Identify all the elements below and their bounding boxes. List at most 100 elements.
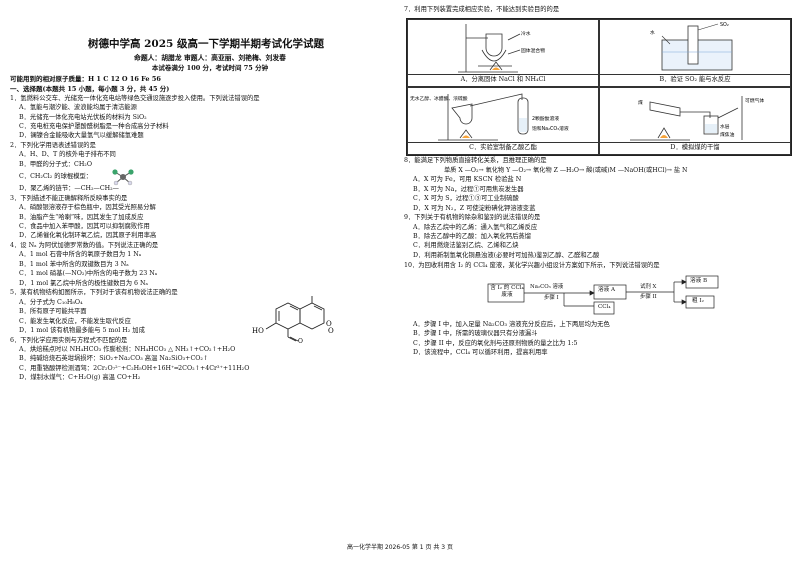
water-label: 水: [650, 29, 655, 36]
flow-reagent-x: 试剂 X: [640, 284, 657, 291]
option: B．光储充一体化充电站光伏板的材料为 SiO₂: [19, 113, 147, 121]
question-stem: 5．某有机物结构如图所示，下列对于该有机物说法正确的是: [10, 289, 178, 297]
question-stem: 10．为回收利用含 I₂ 的 CCl₄ 废液，某化学兴趣小组设计方案如下所示，下…: [404, 261, 660, 269]
question-1: 1．氢燃料公交车、光储充一体化充电站等绿色交通设施逐步投入使用。下列说法错误的是…: [10, 95, 392, 141]
option: D．1 mol 氯乙烷中所含的极性键数目为 6 Nₐ: [19, 279, 148, 287]
option: C．食品中加入苯甲酸，因其可以抑制腐败作用: [19, 223, 150, 230]
question-4: 4．设 Nₐ 为阿伏加德罗常数的值。下列说法正确的是 A．1 mol 石膏中所含…: [10, 242, 392, 288]
option: B．纯碱焙烧石英坩埚损坏：SiO₂+Na₂CO₃ 高温 Na₂SiO₃+CO₂↑: [19, 355, 209, 363]
question-stem: 8．能满足下列物质直接转化关系，且推理正确的是: [404, 156, 547, 164]
flow-crude-i2: 粗 I₂: [692, 298, 704, 305]
option: A．H、D、T 的核外电子排布不同: [19, 151, 116, 159]
figure-cell-a: 冷水 固体混合物 A．分离固体 NaCl 和 NH₄Cl: [407, 18, 599, 87]
figure-caption-b: B．验证 SO₂ 能与水反应: [600, 74, 790, 85]
option: D．该流程中，CCl₄ 可以循环利用，提高利用率: [413, 349, 548, 357]
option: C．充电桩充电保护罩酚醛树脂是一种合成高分子材料: [19, 123, 169, 130]
atomic-mass-line: 可能用到的相对原子质量：H 1 C 12 O 16 Fe 56: [10, 75, 161, 84]
flow-step2-label: 步骤 II: [640, 294, 657, 301]
question-stem: 6．下列化学应用实例与方程式不匹配的是: [10, 336, 128, 344]
ball-stick-model-icon: [112, 169, 134, 186]
ester-apparatus-icon: 无水乙醇、冰醋酸、浓硫酸 2颗酚酞溶液 饱和Na₂CO₃溶液: [410, 92, 569, 140]
option: D．乙烯催化氧化制环氧乙烷，因其原子利用率高: [19, 232, 157, 240]
question-stem: 4．设 Nₐ 为阿伏加德罗常数的值。下列说法正确的是: [10, 242, 159, 250]
option: C．CH₂Cl₂ 的球棍模型：: [19, 173, 93, 181]
option: D．镧镍合金能吸收大量氢气以缓解储氢难题: [19, 132, 144, 140]
right-column: 7．利用下列装置完成相应实验，不能达到实验目的的是 冷水 固体混合物: [404, 0, 794, 358]
figure-cell-d: 煤 可燃气体 水层 煤焦油 D．模拟煤的干馏: [599, 86, 791, 155]
question-stem: 2．下列化学用语表述错误的是: [10, 142, 96, 150]
section-heading: 一、选择题(本题共 15 小题，每小题 3 分，共 45 分): [10, 84, 170, 93]
option: B．1 mol 苯中所含的双键数目为 3 Nₐ: [19, 260, 129, 268]
authors-line: 命题人：胡腊龙 审题人：高亚丽、刘艳梅、刘发春: [134, 54, 286, 63]
option: C．能发生氧化反应，不能发生取代反应: [19, 317, 131, 325]
flow-arrows: [487, 275, 719, 315]
option: A．除去乙烷中的乙烯：通入氢气和乙烯反应: [413, 223, 538, 231]
flow-start-box: 含 I₂ 的 CCl₄ 废液: [490, 285, 524, 299]
figure-caption-c: C．实验室制备乙酸乙酯: [408, 142, 598, 153]
option-with-model: C．CH₂Cl₂ 的球棍模型：: [10, 169, 392, 186]
figure-caption-a: A．分离固体 NaCl 和 NH₄Cl: [408, 74, 598, 85]
exam-title: 树德中学高 2025 级高一下学期半期考试化学试题: [87, 38, 325, 50]
coal-distillation-apparatus-icon: 煤 可燃气体 水层 煤焦油: [630, 95, 764, 140]
question-7-stem: 7．利用下列装置完成相应实验，不能达到实验目的的是: [404, 6, 560, 13]
option: C．步骤 II 中，反应的氧化剂与还原剂物质的量之比为 1:5: [413, 339, 578, 347]
option: D．聚乙烯的链节：—CH₂—CH₂—: [19, 185, 119, 193]
question-3: 3．下列描述不能正确解释所反映事实的是 A．硝酸银溶液存于棕色瓶中，因其受光照易…: [10, 195, 392, 241]
option: A．步骤 I 中，加入足量 Na₂CO₃ 溶液充分反应后，上下两层均为无色: [413, 320, 610, 328]
page-footer: 高一化学半期 2026-05 第 1 页 共 3 页: [346, 544, 454, 551]
na2co3-label: 饱和Na₂CO₃溶液: [532, 125, 569, 132]
option: B．油脂产生“哈喇”味，因其发生了加成反应: [19, 213, 144, 221]
option: A．烘焙糕点时以 NH₄HCO₃ 作膨松剂：NH₄HCO₃ △ NH₃↑+CO₂…: [19, 345, 236, 353]
coumarin-structure-icon: HO O O O: [252, 296, 334, 343]
figure-caption-d: D．模拟煤的干馏: [600, 142, 790, 153]
score-time-line: 本试卷满分 100 分，考试时间 75 分钟: [151, 64, 269, 73]
option: D．1 mol 该有机物最多能与 5 mol H₂ 加成: [19, 326, 145, 334]
water-layer-label: 水层: [720, 123, 730, 130]
flow-solution-b: 溶液 B: [690, 278, 708, 285]
option: B．除去乙醇中的乙酸：加入氧化钙后蒸馏: [413, 233, 531, 241]
option: A．X 可为 Fe，可用 KSCN 检验盐 N: [413, 176, 522, 184]
svg-text:O: O: [326, 320, 332, 328]
so2-water-apparatus-icon: 水 SO₂: [650, 22, 733, 70]
question-stem: 1．氢燃料公交车、光储充一体化充电站等绿色交通设施逐步投入使用。下列说法错误的是: [10, 94, 260, 102]
option: B．X 可为 Na，过程①可用焦炭发生器: [413, 185, 524, 193]
question-6: 6．下列化学应用实例与方程式不匹配的是 A．烘焙糕点时以 NH₄HCO₃ 作膨松…: [10, 337, 392, 383]
svg-text:O: O: [298, 338, 303, 343]
flow-solution-a: 溶液 A: [598, 287, 616, 294]
figure-cell-c: 无水乙醇、冰醋酸、浓硫酸 2颗酚酞溶液 饱和Na₂CO₃溶液 C．实验室制备乙酸…: [407, 86, 599, 155]
option: A．分子式为 C₁₀H₈O₄: [19, 298, 83, 306]
option: C．X 可为 S，过程①③可工业制硫酸: [413, 195, 519, 203]
question-10: 10．为回收利用含 I₂ 的 CCl₄ 废液，某化学兴趣小组设计方案如下所示，下…: [404, 262, 794, 358]
process-flow-diagram: 含 I₂ 的 CCl₄ 废液 Na₂CO₃ 溶液 步骤 I 溶液 A CCl₄ …: [404, 272, 794, 320]
question-9: 9．下列关于有机物的除杂和鉴别的说法错误的是 A．除去乙烷中的乙烯：通入氢气和乙…: [404, 214, 794, 260]
gas-label: 可燃气体: [745, 97, 764, 104]
solid-mix-label: 固体混合物: [521, 47, 545, 54]
option: A．1 mol 石膏中所含的氧原子数目为 1 Nₐ: [19, 251, 142, 259]
so2-label: SO₂: [720, 22, 729, 28]
flow-step1-label: 步骤 I: [544, 295, 559, 302]
option: D．煤制水煤气：C+H₂O(g) 高温 CO+H₂: [19, 374, 141, 382]
svg-text:O: O: [328, 327, 334, 335]
tar-label: 煤焦油: [720, 131, 735, 138]
question-2: 2．下列化学用语表述错误的是 A．H、D、T 的核外电子排布不同 B．甲醛的分子…: [10, 142, 392, 194]
flow-ccl4: CCl₄: [598, 304, 611, 311]
option: C．1 mol 硝基(—NO₂)中所含的电子数为 23 Nₐ: [19, 270, 158, 278]
flow-reagent-label: Na₂CO₃ 溶液: [530, 284, 564, 291]
figure-cell-b: 水 SO₂ B．验证 SO₂ 能与水反应: [599, 18, 791, 87]
brine-label: 2颗酚酞溶液: [532, 115, 559, 122]
cold-water-label: 冷水: [521, 30, 531, 37]
question-5: 5．某有机物结构如图所示，下列对于该有机物说法正确的是 A．分子式为 C₁₀H₈…: [10, 289, 392, 343]
conversion-chain: 单质 X —O₂→ 氧化物 Y —O₂→ 氧化物 Z —H₂O→ 酸(或碱)M …: [444, 167, 688, 175]
coal-label: 煤: [638, 99, 643, 106]
left-column: 树德中学高 2025 级高一下学期半期考试化学试题 命题人：胡腊龙 审题人：高亚…: [10, 0, 392, 383]
apparatus-figure-grid: 冷水 固体混合物 A．分离固体 NaCl 和 NH₄Cl 水 SO₂ B．验证 …: [406, 17, 792, 156]
option: C．用重铬酸钾检测酒驾：2Cr₂O₇²⁻+C₂H₅OH+16H⁺═2CO₂↑+4…: [19, 364, 250, 372]
option: B．甲醛的分子式：CH₂O: [19, 160, 92, 168]
question-8: 8．能满足下列物质直接转化关系，且推理正确的是 单质 X —O₂→ 氧化物 Y …: [404, 157, 794, 213]
question-stem: 3．下列描述不能正确解释所反映事实的是: [10, 194, 128, 202]
option: A．硝酸银溶液存于棕色瓶中，因其受光照易分解: [19, 204, 156, 212]
option: B．所有原子可能共平面: [19, 308, 87, 316]
reactants-label: 无水乙醇、冰醋酸、浓硫酸: [410, 95, 468, 102]
svg-text:HO: HO: [252, 327, 264, 335]
option: B．步骤 I 中，所需的玻璃仪器只有分液漏斗: [413, 330, 538, 338]
